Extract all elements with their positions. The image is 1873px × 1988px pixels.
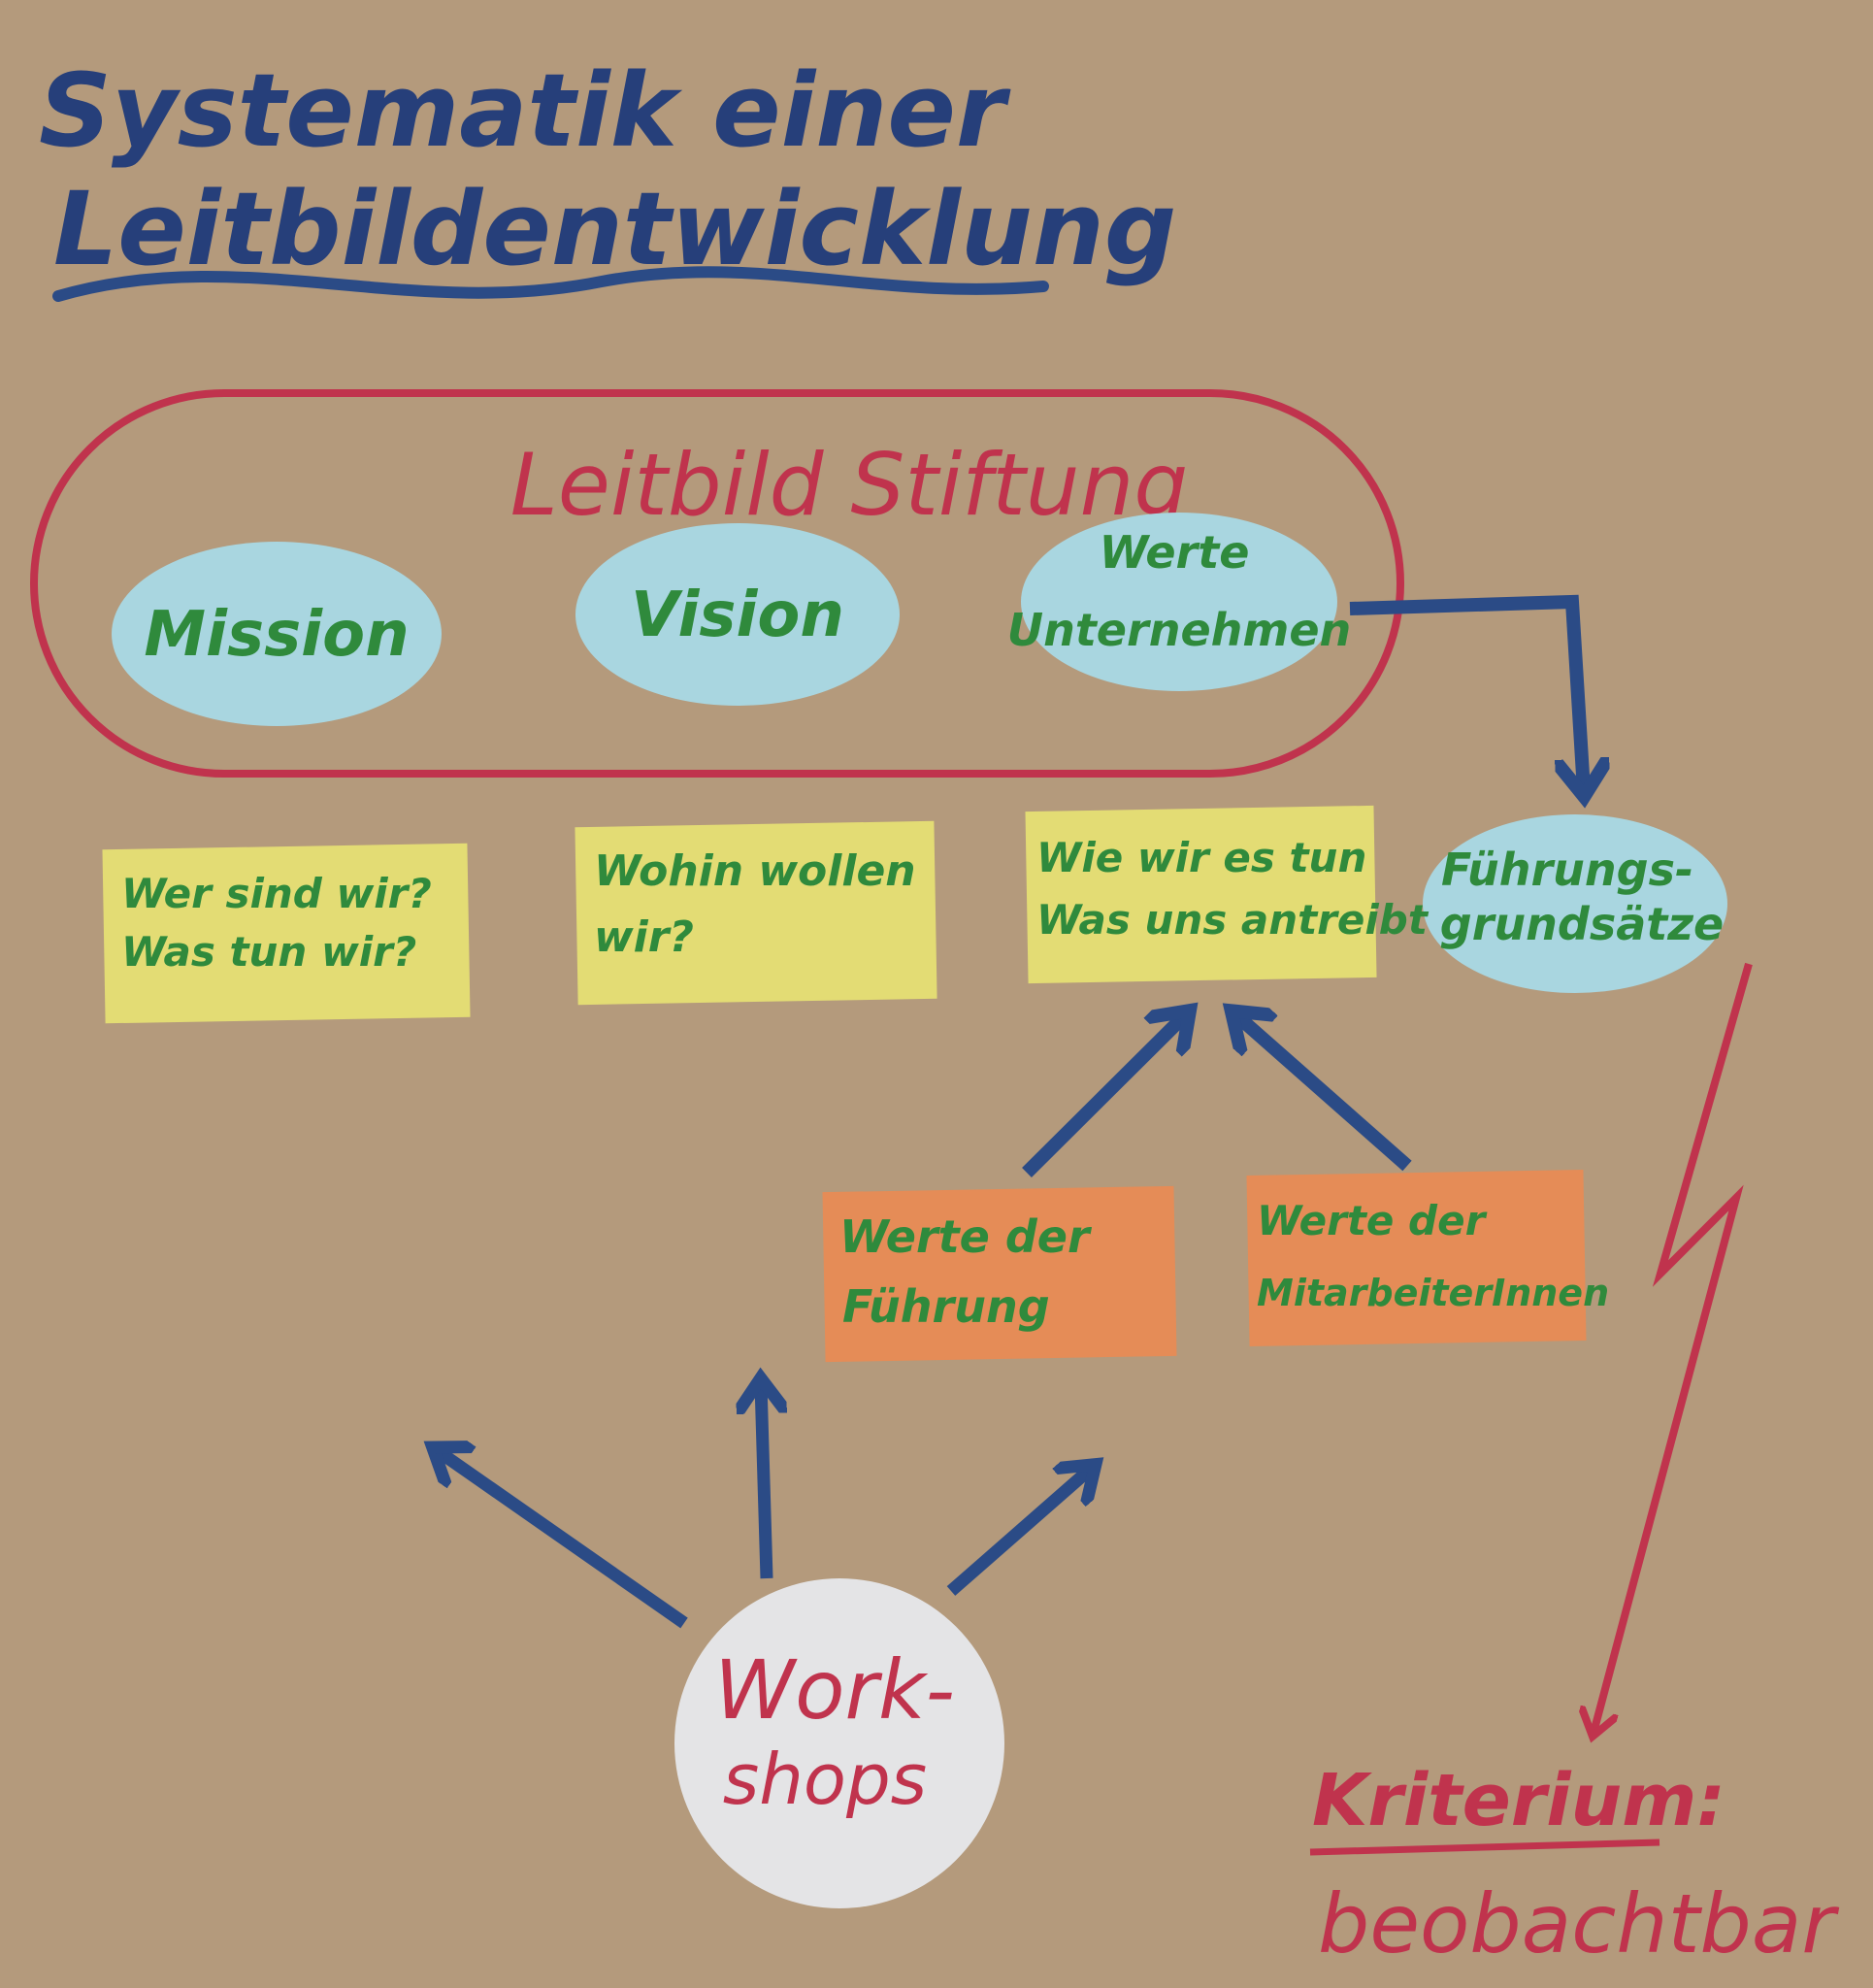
fuehrungsgrundsaetze-card: Führungs- grundsätze (1423, 814, 1727, 993)
mission-label: Mission (144, 599, 409, 671)
arrow-mitarbeiter-to-wie (1235, 1014, 1412, 1172)
svg-text:Work-: Work- (714, 1642, 955, 1738)
note-werte-der-mitarbeiterinnen: Werte der MitarbeiterInnen (1246, 1169, 1609, 1347)
grundsaetze-label: grundsätze (1440, 898, 1724, 950)
svg-text:Führung: Führung (842, 1280, 1050, 1333)
note-wer-sind-wir: Wer sind wir? Was tun wir? (102, 843, 471, 1024)
note-wohin-wollen-wir: Wohin wollen wir? (575, 820, 937, 1006)
arrow-workshops-to-wohin (761, 1383, 767, 1579)
svg-text:Werte der: Werte der (839, 1210, 1093, 1263)
unternehmen-label: Unternehmen (1007, 604, 1352, 656)
lightning-arrow-to-criterion (1594, 962, 1753, 1733)
criterion-value: beobachtbar (1318, 1876, 1839, 1971)
arrow-fuehrung-to-wie (1022, 1014, 1186, 1177)
workshops-card: Work- shops (674, 1578, 1004, 1908)
svg-text:Wer sind wir?: Wer sind wir? (121, 870, 432, 917)
svg-text:Wie wir es tun: Wie wir es tun (1036, 834, 1366, 881)
title-underline (52, 266, 1049, 302)
note-werte-der-fuehrung: Werte der Führung (822, 1185, 1177, 1363)
arrow-workshops-to-wer (437, 1450, 688, 1629)
svg-text:Was uns antreibt: Was uns antreibt (1036, 896, 1429, 944)
svg-text:shops: shops (723, 1739, 927, 1820)
mission-card: Mission (112, 542, 442, 726)
note-wie-wir-es-tun: Wie wir es tun Was uns antreibt (1025, 805, 1429, 984)
svg-text:Was tun wir?: Was tun wir? (121, 928, 416, 976)
svg-text:Werte der: Werte der (1257, 1197, 1488, 1244)
svg-text:wir?: wir? (594, 912, 694, 962)
svg-text:MitarbeiterInnen: MitarbeiterInnen (1257, 1272, 1609, 1314)
leitbild-group-outline (30, 389, 1404, 778)
svg-text:Wohin wollen: Wohin wollen (594, 846, 916, 896)
werte-label: Werte (1100, 526, 1250, 579)
werte-unternehmen-card: Werte Unternehmen (1007, 513, 1352, 691)
criterion-label: Kriterium: (1312, 1759, 1725, 1842)
title-line1: Systematik einer (39, 51, 1011, 170)
arrow-to-fuehrungsgrundsaetze (1349, 594, 1584, 791)
criterion-underline (1309, 1839, 1660, 1856)
vision-card: Vision (575, 523, 900, 706)
group-label: Leitbild Stiftung (510, 435, 1188, 535)
fuehrungs-label: Führungs- (1441, 844, 1693, 896)
title-line2: Leitbildentwicklung (53, 170, 1176, 288)
vision-label: Vision (631, 580, 844, 651)
arrow-workshops-to-werte (946, 1468, 1092, 1596)
